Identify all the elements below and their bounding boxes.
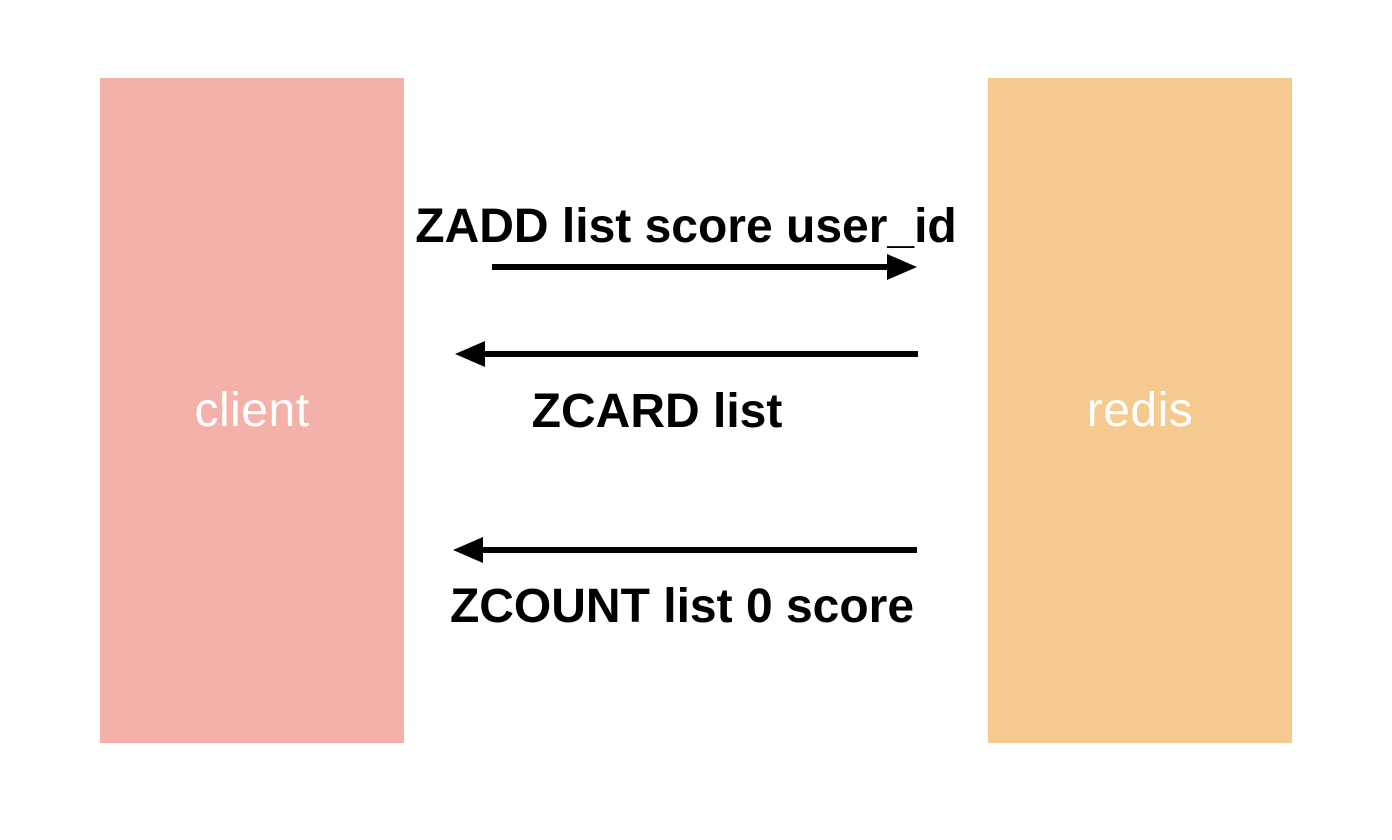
actor-client-label: client bbox=[194, 384, 310, 437]
actor-redis-label: redis bbox=[1086, 384, 1194, 437]
arrow-shaft bbox=[479, 351, 918, 357]
message-label-zcount: ZCOUNT list 0 score bbox=[449, 580, 915, 633]
arrow-head-icon bbox=[887, 254, 917, 280]
actor-client-box: client bbox=[100, 78, 404, 743]
zcount-arrow-left-icon bbox=[453, 537, 917, 563]
actor-redis-box: redis bbox=[988, 78, 1292, 743]
arrow-shaft bbox=[492, 264, 893, 270]
message-label-zadd: ZADD list score user_id bbox=[415, 200, 957, 253]
zcard-arrow-left-icon bbox=[455, 341, 918, 367]
arrow-head-icon bbox=[455, 341, 485, 367]
zadd-arrow-right-icon bbox=[492, 254, 917, 280]
message-label-zcard: ZCARD list bbox=[531, 385, 783, 438]
arrow-shaft bbox=[477, 547, 917, 553]
arrow-head-icon bbox=[453, 537, 483, 563]
